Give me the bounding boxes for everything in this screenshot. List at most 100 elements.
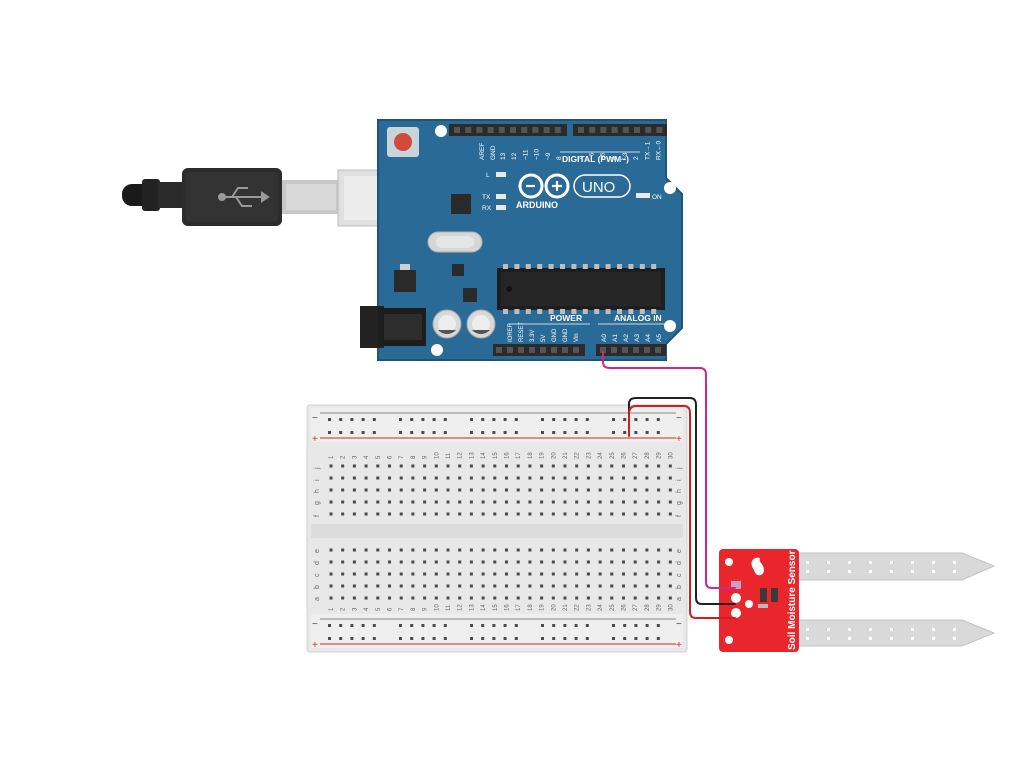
column-label: 3	[352, 455, 358, 459]
capacitor	[466, 309, 496, 339]
column-label: 20	[551, 452, 557, 459]
header-pin[interactable]	[645, 127, 652, 133]
digital-pin-label: 13	[500, 152, 507, 160]
header-pin[interactable]	[600, 347, 606, 353]
header-pin[interactable]	[518, 347, 524, 353]
header-pin[interactable]	[496, 347, 502, 353]
rail-plus-label: +	[676, 434, 682, 445]
header-pin[interactable]	[487, 127, 494, 133]
column-label: 20	[551, 604, 557, 611]
column-label: 8	[411, 455, 417, 459]
header-pin[interactable]	[498, 127, 505, 133]
header-pin[interactable]	[644, 347, 650, 353]
column-label: 28	[645, 604, 651, 611]
analog-pin-label: A3	[634, 334, 641, 342]
header-pin[interactable]	[540, 347, 546, 353]
digital-pin-label: ~5	[600, 152, 607, 160]
header-pin[interactable]	[551, 347, 557, 353]
column-label: 11	[446, 604, 452, 611]
ground-wire	[628, 397, 736, 605]
power-wire	[628, 405, 736, 619]
column-label: 27	[633, 604, 639, 611]
header-pin[interactable]	[634, 127, 640, 133]
row-label: j	[676, 467, 683, 470]
column-label: 10	[434, 604, 440, 611]
column-label: 24	[598, 452, 604, 459]
header-pin[interactable]	[476, 127, 483, 133]
header-pin[interactable]	[611, 127, 618, 133]
column-label: 11	[446, 452, 452, 459]
header-pin[interactable]	[521, 127, 528, 133]
header-pin[interactable]	[655, 347, 661, 353]
column-label: 17	[516, 604, 522, 611]
header-pin[interactable]	[656, 127, 663, 133]
column-label: 19	[540, 452, 546, 459]
column-label: 21	[563, 452, 569, 459]
row-label: a	[314, 597, 321, 601]
row-label: b	[314, 585, 321, 589]
header-pin[interactable]	[578, 127, 584, 133]
header-pin[interactable]	[622, 347, 628, 353]
column-label: 1	[329, 455, 335, 459]
sensor-probe	[794, 552, 996, 581]
digital-pin-label: 4	[611, 156, 618, 160]
column-label: 23	[586, 452, 592, 459]
column-label: 29	[657, 452, 663, 459]
header-pin[interactable]	[611, 347, 617, 353]
header-pin[interactable]	[562, 347, 568, 353]
mounting-hole	[431, 344, 443, 356]
column-label: 26	[622, 452, 628, 459]
column-label: 7	[399, 607, 405, 611]
header-pin[interactable]	[622, 127, 629, 133]
header-pin[interactable]	[532, 127, 539, 133]
header-pin[interactable]	[600, 127, 607, 133]
column-label: 13	[469, 604, 475, 611]
row-label: e	[314, 549, 321, 553]
breadboard-holes	[328, 418, 672, 640]
column-label: 1	[329, 607, 335, 611]
uno-badge: UNO	[573, 174, 631, 198]
header-pin[interactable]	[454, 127, 460, 133]
header-pin[interactable]	[465, 127, 472, 133]
column-label: 23	[586, 604, 592, 611]
row-label: i	[676, 479, 683, 481]
header-pin[interactable]	[529, 347, 535, 353]
column-label: 28	[645, 452, 651, 459]
column-label: 4	[364, 607, 370, 611]
column-label: 14	[481, 604, 487, 611]
reset-button[interactable]	[387, 127, 419, 157]
column-label: 25	[610, 452, 616, 459]
signal-wire	[602, 351, 736, 589]
column-label: 16	[505, 604, 511, 611]
column-label: 13	[469, 452, 475, 459]
column-label: 9	[423, 607, 429, 611]
rail-minus-label: −	[676, 619, 682, 630]
column-label: 30	[668, 452, 674, 459]
header-pin[interactable]	[573, 347, 579, 353]
power-pin-label: Vin	[574, 333, 580, 342]
mounting-hole	[435, 125, 447, 137]
header-pin[interactable]	[507, 347, 513, 353]
mounting-hole	[664, 320, 676, 332]
power-pin-label: 3.3V	[530, 330, 536, 342]
rail-minus-label: −	[312, 619, 318, 630]
column-label: 7	[399, 455, 405, 459]
header-pin[interactable]	[510, 127, 516, 133]
column-label: 10	[434, 452, 440, 459]
digital-pin-label: GND	[490, 145, 497, 160]
column-label: 16	[505, 452, 511, 459]
svg-text:ON: ON	[652, 194, 662, 201]
rail-plus-label: +	[312, 434, 318, 445]
header-pin[interactable]	[543, 127, 550, 133]
analog-pin-label: A2	[623, 334, 630, 342]
power-pin-label: RESET	[519, 322, 525, 342]
header-pin[interactable]	[589, 127, 596, 133]
header-pin[interactable]	[554, 127, 561, 133]
soil-moisture-sensor[interactable]: Soil Moisture Sensor	[719, 549, 996, 652]
header-pin[interactable]	[633, 347, 639, 353]
small-chip	[463, 288, 477, 302]
row-label: f	[676, 515, 683, 517]
